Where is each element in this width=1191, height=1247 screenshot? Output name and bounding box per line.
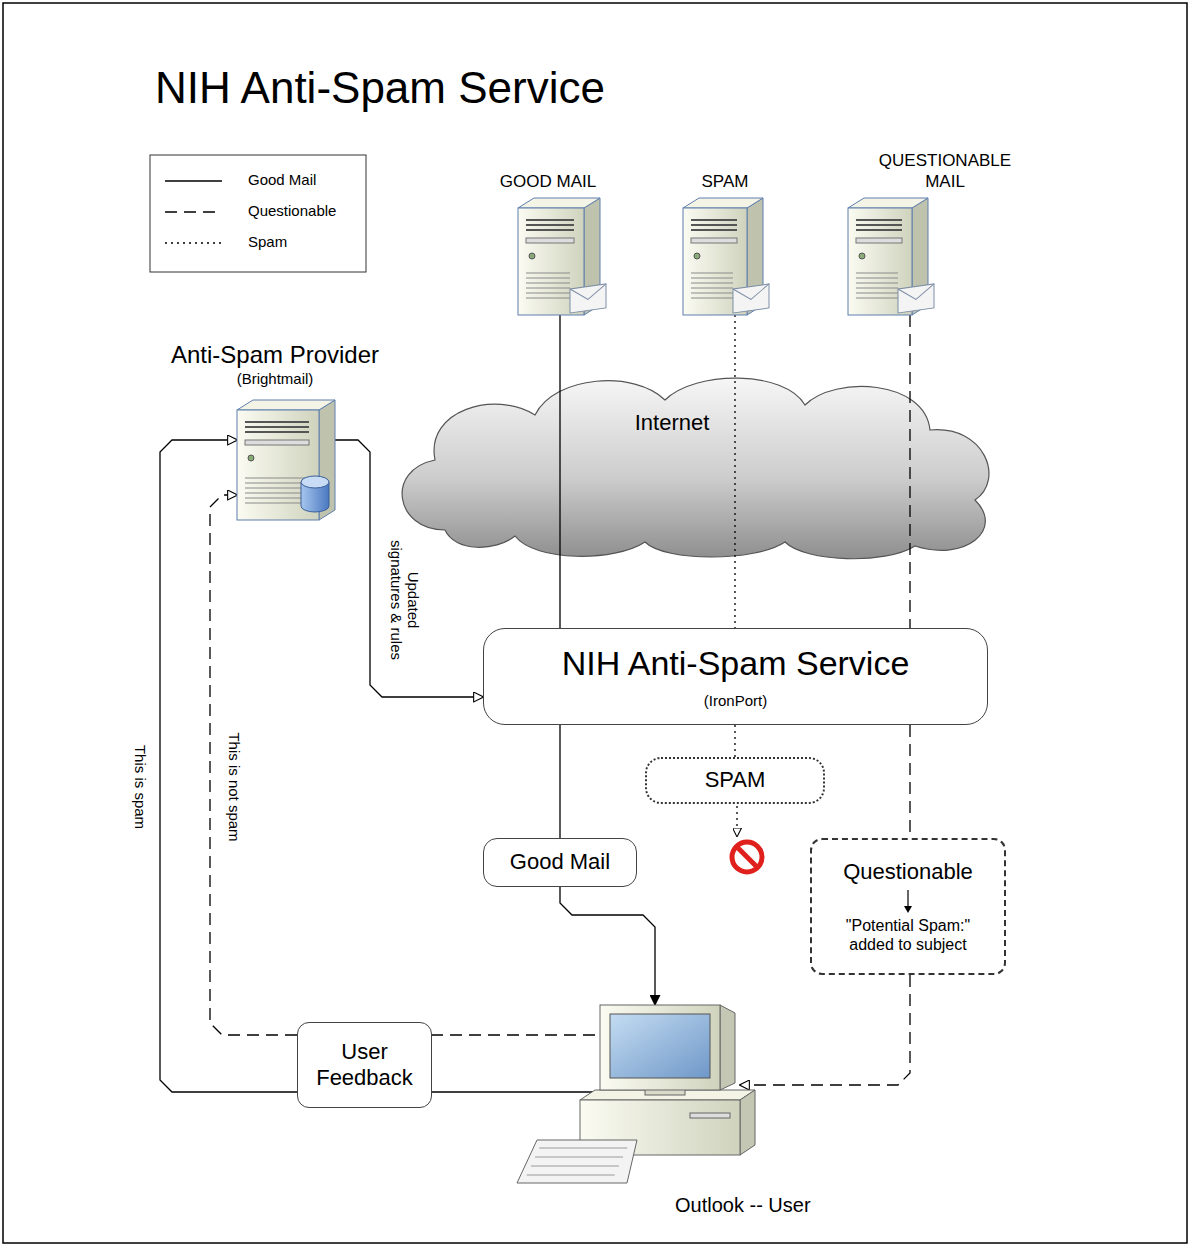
edge-label: Updated signatures & rules (388, 536, 423, 664)
node-text: Outlook -- User (675, 1193, 875, 1217)
diagram-title: NIH Anti-Spam Service (155, 62, 605, 115)
server-icon (237, 400, 335, 520)
node-text: (Brightmail) (130, 370, 420, 388)
node-text: User Feedback (310, 1039, 420, 1092)
server-icon (518, 198, 600, 315)
connector (432, 1091, 595, 1092)
label-block: Outlook -- User (675, 1193, 875, 1217)
connector (560, 887, 655, 1005)
legend-entry: Spam (248, 233, 287, 251)
legend-text: Questionable (248, 202, 336, 220)
node-text: SPAM (705, 767, 766, 793)
connector (210, 495, 297, 1035)
node-text: Internet (617, 410, 727, 436)
text-stack: Good Mail (510, 849, 610, 875)
node-text: Questionable (843, 859, 973, 885)
legend-text: Spam (248, 233, 287, 251)
title-wrap: NIH Anti-Spam Service (155, 62, 605, 115)
connector (734, 725, 735, 757)
text-stack: Questionable "Potential Spam:" added to s… (828, 859, 988, 954)
node-text: SPAM (665, 172, 785, 192)
page-frame (3, 3, 1187, 1243)
connector (740, 975, 910, 1085)
label-block: Internet (617, 410, 727, 436)
user-feedback-box: User Feedback (297, 1022, 432, 1108)
connector (734, 315, 735, 628)
label-block: QUESTIONABLE MAIL (870, 151, 1020, 192)
server-icon (848, 198, 928, 315)
questionable-box: Questionable "Potential Spam:" added to s… (810, 838, 1006, 975)
label-block: SPAM (665, 172, 785, 192)
node-text: (IronPort) (704, 692, 767, 710)
internet-cloud: Internet (385, 370, 1005, 560)
connector (160, 440, 297, 1092)
connector (909, 315, 910, 628)
label-block: Anti-Spam Provider(Brightmail) (130, 341, 420, 388)
spam-box: SPAM (645, 757, 825, 804)
connector (559, 315, 560, 628)
text-stack: NIH Anti-Spam Service (IronPort) (562, 643, 910, 710)
connector (335, 440, 483, 697)
legend-entry: Good Mail (248, 171, 316, 189)
node-text: Anti-Spam Provider (130, 341, 420, 370)
no-entry-symbol (732, 842, 762, 872)
node-text: Good Mail (510, 849, 610, 875)
node-text: GOOD MAIL (478, 172, 618, 192)
label-block: GOOD MAIL (478, 172, 618, 192)
connector (432, 1034, 595, 1035)
computer-icon (595, 1005, 740, 1155)
anti-spam-provider-server: Anti-Spam Provider(Brightmail) (237, 400, 335, 520)
node-text: "Potential Spam:" added to subject (828, 916, 988, 954)
edge-label: This is not spam (225, 702, 242, 872)
legend-text: Good Mail (248, 171, 316, 189)
edge-label: This is spam (131, 702, 148, 872)
node-text: NIH Anti-Spam Service (562, 643, 910, 684)
edge-label-wrap: This is spam (131, 702, 148, 872)
user-computer: Outlook -- User (595, 1005, 740, 1155)
cloud-icon (385, 370, 1005, 560)
good-mail-server: GOOD MAIL (518, 198, 600, 315)
good-mail-box: Good Mail (483, 838, 637, 887)
legend-entry: Questionable (248, 202, 336, 220)
connector (559, 725, 560, 838)
spam-server: SPAM (683, 198, 763, 315)
legend-sample (165, 180, 222, 182)
questionable-server: QUESTIONABLE MAIL (848, 198, 928, 315)
edge-label-wrap: Updated signatures & rules (388, 536, 423, 664)
text-stack: User Feedback (310, 1039, 420, 1092)
legend-sample (165, 242, 222, 244)
service-box: NIH Anti-Spam Service (IronPort) (483, 628, 988, 725)
legend-box (150, 155, 366, 272)
node-text: QUESTIONABLE MAIL (870, 151, 1020, 192)
down-arrow (902, 888, 914, 914)
text-stack: SPAM (705, 767, 766, 793)
server-icon (683, 198, 763, 315)
spam-drop-line (736, 806, 737, 836)
edge-label-wrap: This is not spam (225, 702, 242, 872)
legend-sample (165, 211, 222, 213)
connector (909, 725, 910, 838)
